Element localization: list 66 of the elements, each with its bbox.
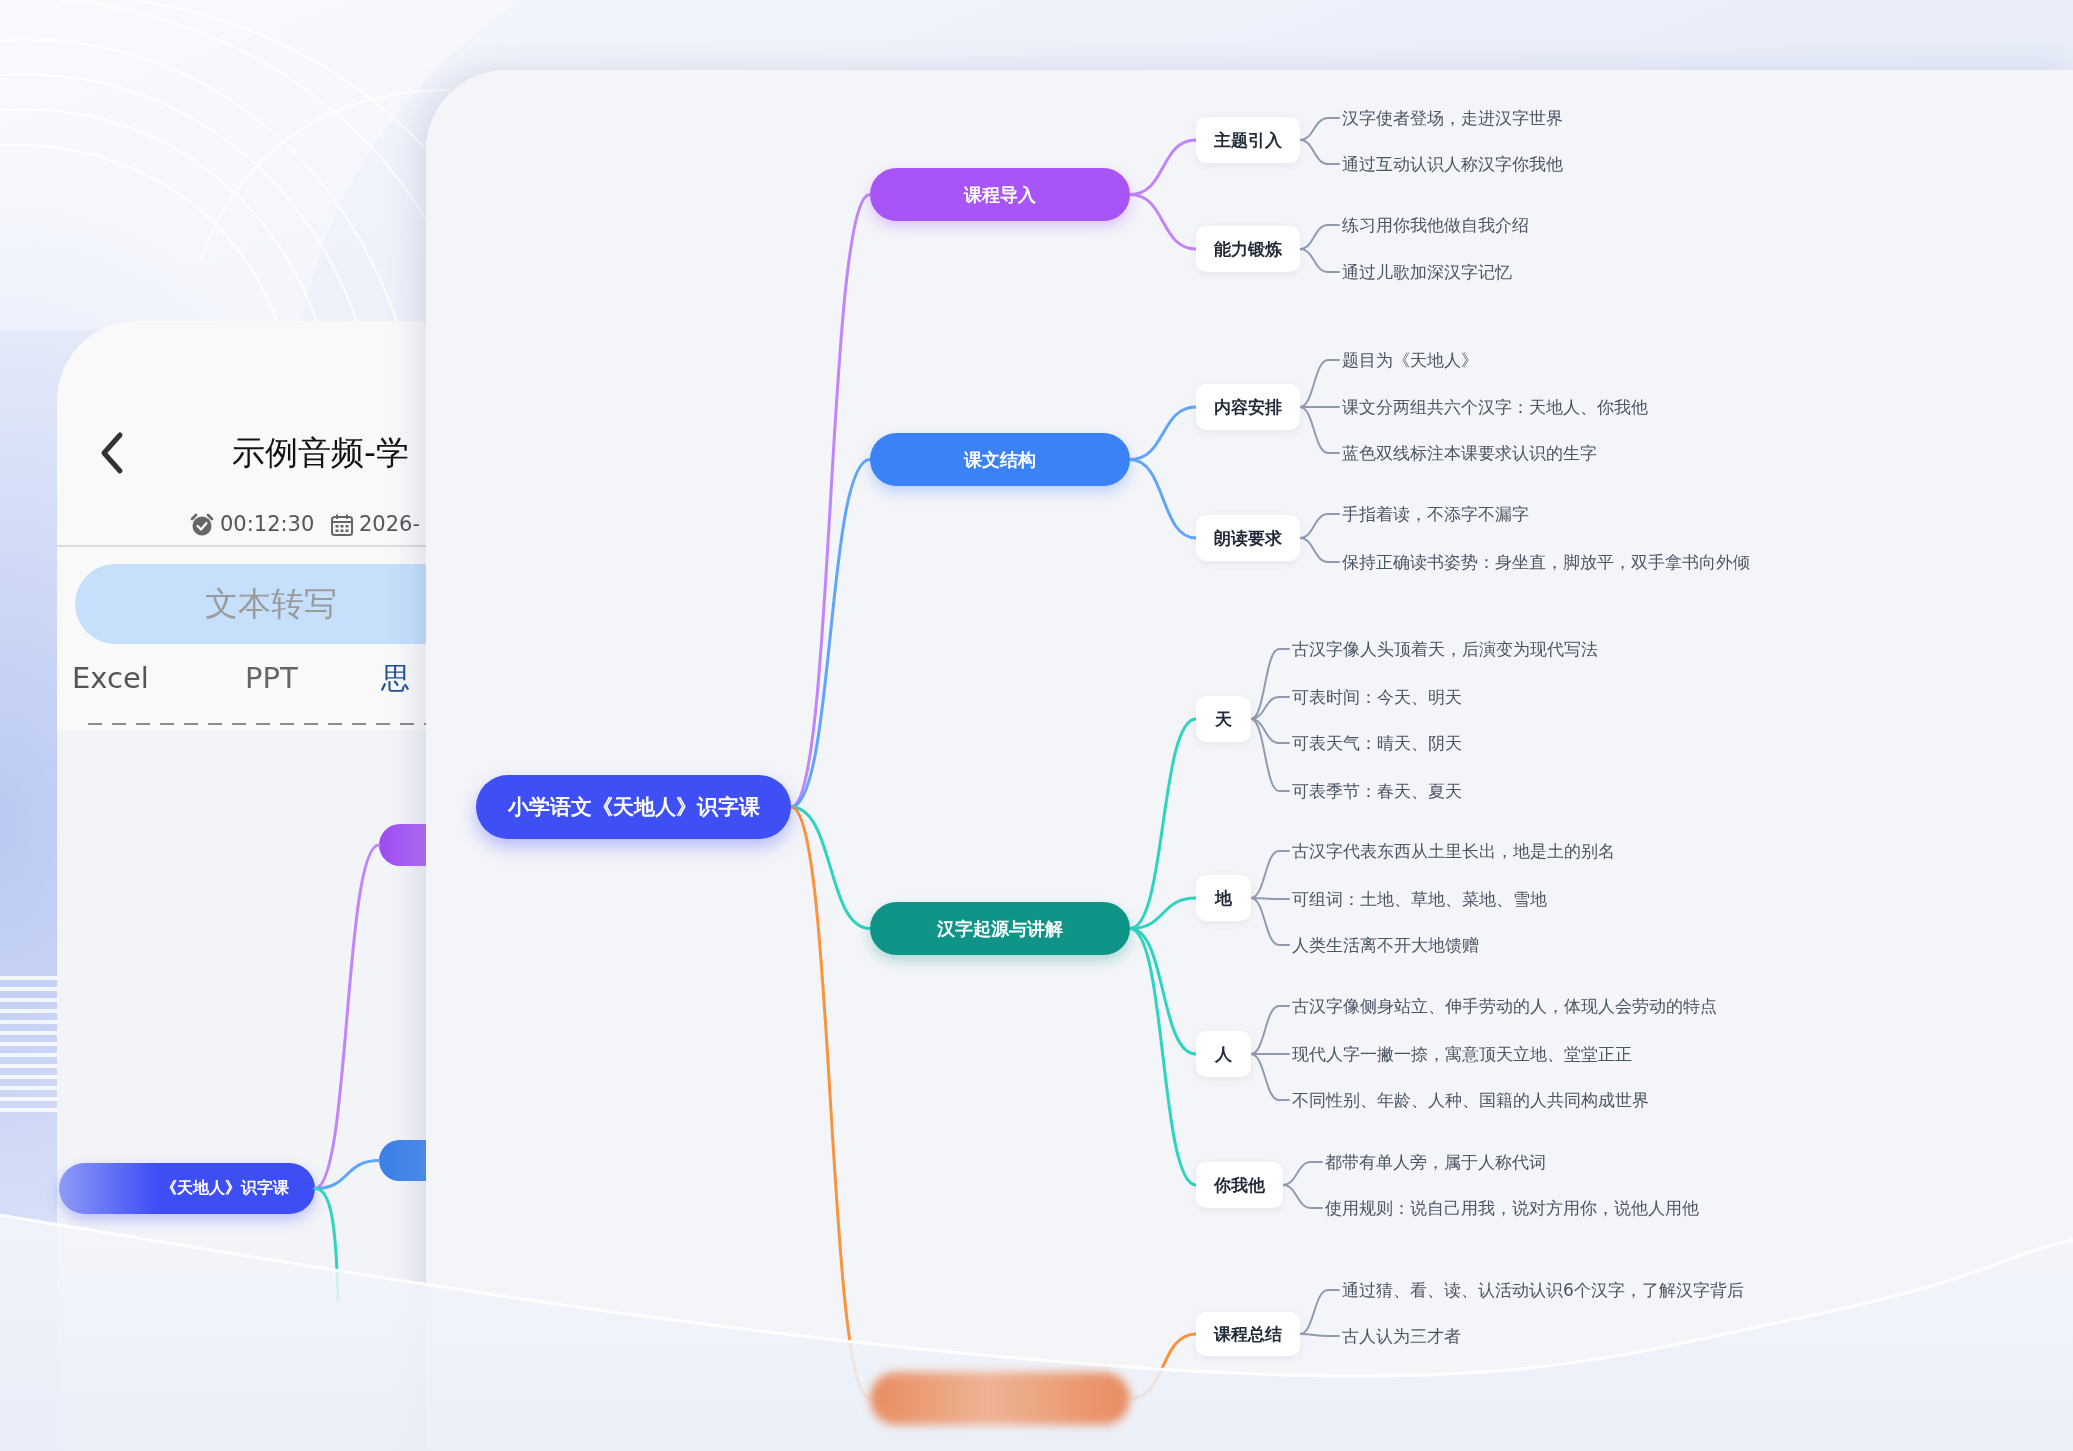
connector-line (1128, 193, 1198, 251)
connector-line (1299, 139, 1340, 165)
leaf-text: 蓝色双线标注本课要求认识的生字 (1342, 441, 1597, 465)
tab-label: PPT (245, 659, 298, 697)
topic-box: 能力锻炼 (1196, 226, 1300, 272)
connector-line (1250, 1053, 1290, 1101)
leaf-text: 可表天气：晴天、阴天 (1292, 731, 1462, 755)
connector-line (1299, 1289, 1340, 1335)
connector-line (1128, 458, 1198, 540)
leaf-text: 古汉字像侧身站立、伸手劳动的人，体现人会劳动的特点 (1292, 994, 1717, 1018)
connector-line (1299, 537, 1340, 563)
connector-line (1128, 927, 1198, 1187)
topic-box: 内容安排 (1196, 384, 1300, 430)
leaf-text: 通过儿歌加深汉字记忆 (1342, 260, 1512, 284)
tab-label: 思 (381, 659, 410, 697)
leaf-text: 不同性别、年龄、人种、国籍的人共同构成世界 (1292, 1088, 1649, 1112)
topic-box: 朗读要求 (1196, 515, 1300, 561)
topic-box: 人 (1196, 1031, 1251, 1077)
leaf-text: 使用规则：说自己用我，说对方用你，说他人用他 (1325, 1196, 1699, 1220)
connector-line (1250, 897, 1290, 946)
connector-line (1250, 850, 1290, 899)
branch-node (379, 1140, 426, 1181)
leaf-text: 可表时间：今天、明天 (1292, 685, 1462, 709)
connector-line (1299, 248, 1340, 273)
leaf-text: 古汉字代表东西从土里长出，地是土的别名 (1292, 839, 1615, 863)
date-text: 2026- (359, 511, 421, 539)
leaf-text: 都带有单人旁，属于人称代词 (1325, 1150, 1546, 1174)
leaf-text: 题目为《天地人》 (1342, 348, 1478, 372)
topic-box: 主题引入 (1196, 117, 1300, 163)
topic-box: 地 (1196, 875, 1251, 921)
connector-line (1250, 718, 1290, 744)
screen-title: 示例音频-学 (232, 431, 409, 474)
connector-line (1299, 406, 1340, 454)
leaf-text: 现代人字一撇一捺，寓意顶天立地、堂堂正正 (1292, 1042, 1632, 1066)
leaf-text: 古汉字像人头顶着天，后演变为现代写法 (1292, 637, 1598, 661)
leaf-text: 可组词：土地、草地、菜地、雪地 (1292, 887, 1547, 911)
branch-node: 课程导入 (870, 168, 1130, 221)
connector-line (1250, 718, 1290, 792)
leaf-text: 古人认为三才者 (1342, 1324, 1461, 1348)
leaf-text: 通过猜、看、读、认活动认识6个汉字，了解汉字背后 (1342, 1278, 1744, 1302)
leaf-text: 保持正确读书姿势：身坐直，脚放平，双手拿书向外倾 (1342, 550, 1750, 574)
leaf-text: 手指着读，不添字不漏字 (1342, 502, 1529, 526)
root-node: 《天地人》识字课 (59, 1163, 315, 1214)
leaf-text: 人类生活离不开大地馈赠 (1292, 933, 1479, 957)
connector-line (1282, 1184, 1323, 1209)
leaf-text: 通过互动认识人称汉字你我他 (1342, 152, 1563, 176)
topic-box: 课程总结 (1196, 1312, 1300, 1356)
connector-line (1299, 359, 1340, 408)
branch-node: 课文结构 (870, 433, 1130, 486)
root-node: 小学语文《天地人》识字课 (476, 775, 791, 839)
leaf-text: 课文分两组共六个汉字：天地人、你我他 (1342, 395, 1648, 419)
time-text: 00:12:30 (220, 511, 315, 539)
topic-box: 你我他 (1196, 1162, 1283, 1208)
leaf-text: 可表季节：春天、夏天 (1292, 779, 1462, 803)
connector-line (1299, 1333, 1340, 1337)
branch-node: 汉字起源与讲解 (870, 902, 1130, 955)
connector-line (789, 458, 872, 809)
topic-box: 天 (1196, 696, 1251, 742)
connector-line (1250, 648, 1290, 720)
leaf-text: 练习用你我他做自我介绍 (1342, 213, 1529, 237)
pill-button: 文本转写 (75, 564, 426, 644)
leaf-text: 汉字使者登场，走进汉字世界 (1342, 106, 1563, 130)
branch-node (379, 824, 426, 866)
tab-label: Excel (72, 659, 149, 697)
connector-line (1250, 1005, 1290, 1055)
branch-node (870, 1372, 1130, 1425)
